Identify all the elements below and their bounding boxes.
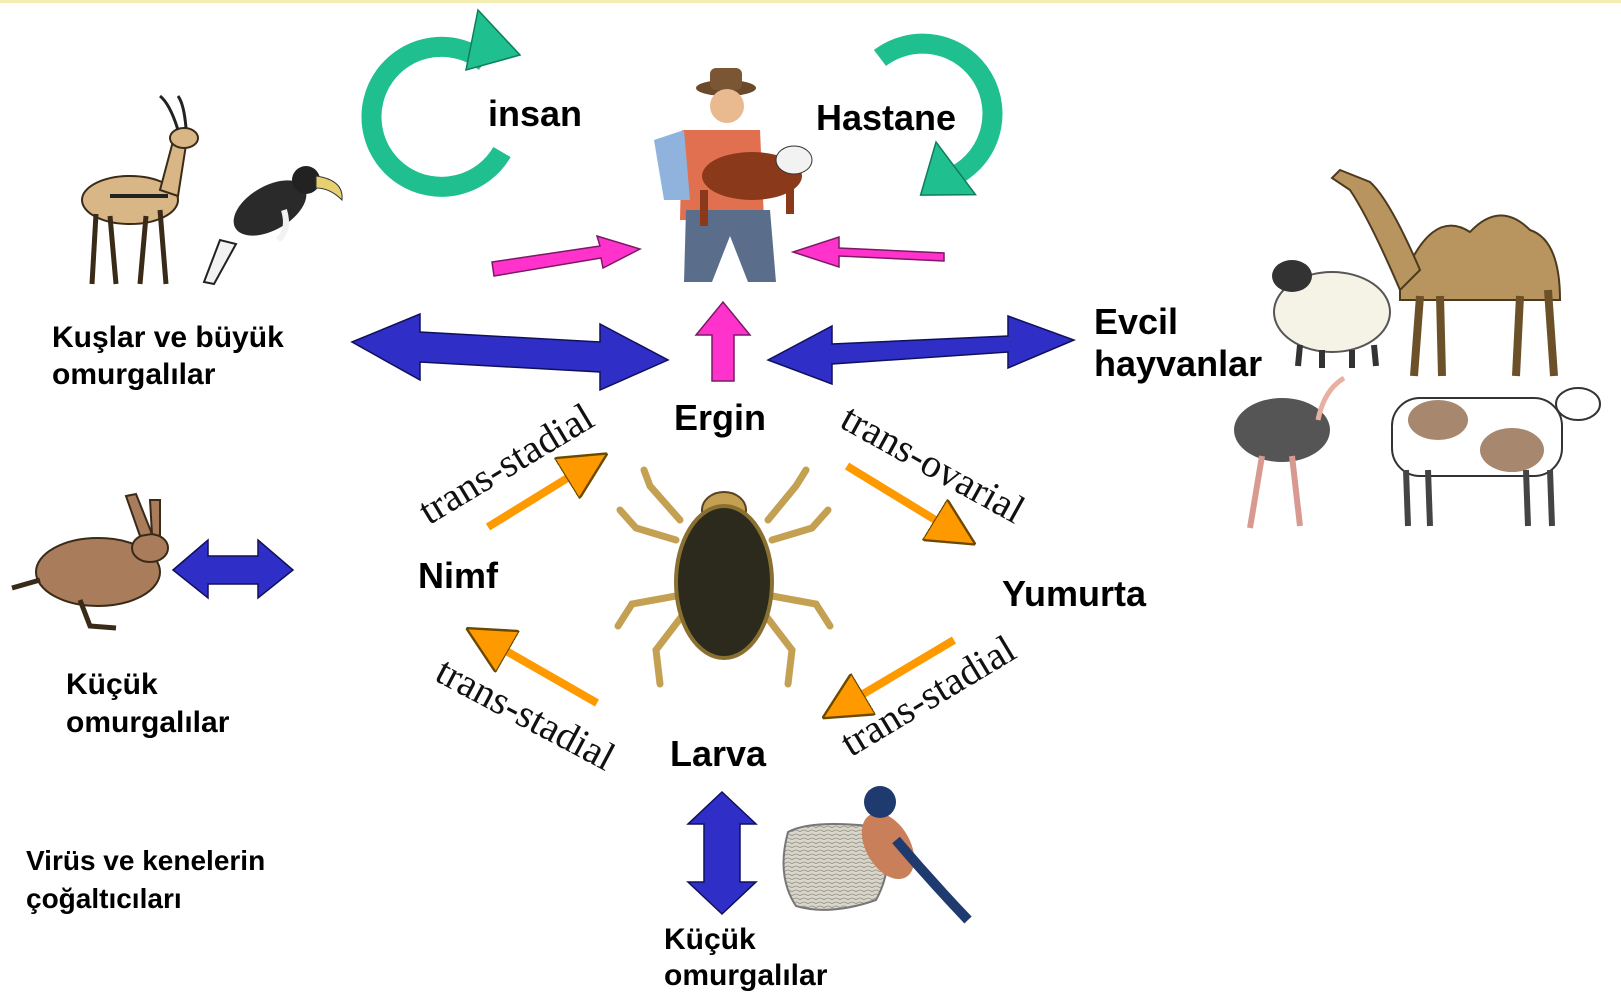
label-virus-line1: Virüs ve kenelerin (26, 842, 265, 879)
blue-double-arrow-hare (173, 540, 293, 598)
sheep-icon (1272, 260, 1390, 368)
pink-arrow-up (696, 302, 750, 381)
cow-icon (1392, 388, 1600, 526)
label-nimf: Nimf (418, 554, 498, 597)
pink-arrow-right (793, 237, 944, 267)
farmer-with-calf-icon (654, 68, 812, 282)
ostrich-icon (1234, 378, 1344, 528)
label-kucuk-bottom-line1: Küçük (664, 922, 756, 958)
blue-double-arrow-vertical (688, 792, 756, 914)
label-yumurta: Yumurta (1002, 572, 1146, 615)
blue-double-arrow-left (352, 314, 668, 390)
hornbill-icon (204, 166, 342, 284)
label-kuslar-line1: Kuşlar ve büyük (52, 320, 284, 356)
label-larva: Larva (670, 732, 766, 775)
swallow-nest-icon (784, 786, 969, 920)
hare-icon (12, 494, 168, 628)
label-virus-line2: çoğaltıcıları (26, 880, 182, 917)
blue-double-arrow-right (768, 316, 1074, 384)
label-ergin: Ergin (674, 396, 766, 439)
label-evcil-line1: Evcil (1094, 300, 1178, 343)
label-kucuk-left-line1: Küçük (66, 667, 158, 703)
tick-icon (618, 470, 830, 684)
label-insan: insan (488, 92, 582, 135)
label-evcil-line2: hayvanlar (1094, 342, 1262, 385)
label-kuslar-line2: omurgalılar (52, 357, 215, 393)
label-hastane: Hastane (816, 96, 956, 139)
pink-arrow-left (492, 236, 640, 276)
gazelle-icon (82, 96, 198, 284)
label-kucuk-left-line2: omurgalılar (66, 705, 229, 741)
label-kucuk-bottom-line2: omurgalılar (664, 958, 827, 994)
